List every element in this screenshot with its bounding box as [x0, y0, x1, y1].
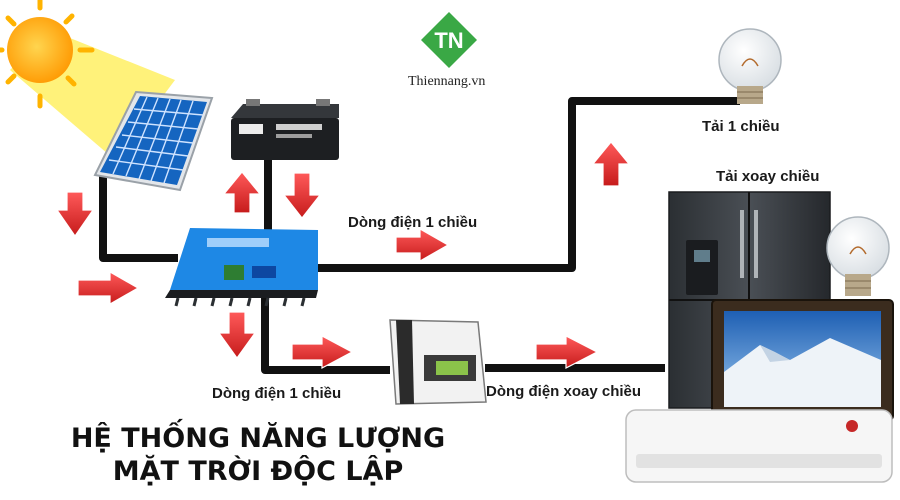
- solar-panel: [93, 90, 214, 192]
- bulb-icon: [826, 216, 890, 296]
- television: [711, 299, 894, 421]
- thiennang-logo: TN: [421, 12, 477, 68]
- inverter: [389, 319, 487, 405]
- arrow-down-icon: [282, 172, 322, 219]
- arrow-right-icon: [535, 335, 599, 369]
- air-conditioner: [625, 409, 893, 483]
- wire-controller-dc-load: [310, 97, 740, 272]
- title-line-1: HỆ THỐNG NĂNG LƯỢNG: [70, 423, 446, 454]
- sun-icon: [0, 0, 95, 109]
- wire-panel-controller: [99, 165, 178, 262]
- label-dc-current-bottom: Dòng điện 1 chiều: [212, 385, 342, 402]
- label-ac-current: Dòng điện xoay chiều: [486, 383, 642, 400]
- charge-controller: [165, 228, 318, 307]
- wiring: [99, 97, 740, 374]
- battery: [231, 99, 339, 160]
- brand-site: Thiennang.vn: [408, 74, 486, 89]
- label-dc-load: Tải 1 chiều: [702, 118, 780, 135]
- wire-controller-inverter: [261, 295, 390, 374]
- arrow-down-icon: [217, 311, 257, 360]
- arrow-right-icon: [395, 227, 450, 263]
- arrow-up-icon: [222, 171, 262, 214]
- bulb-icon: [718, 28, 782, 104]
- arrow-down-icon: [55, 191, 95, 238]
- logo-letters: TN: [434, 28, 463, 53]
- diagram-title: HỆ THỐNG NĂNG LƯỢNG MẶT TRỜI ĐỘC LẬP: [28, 422, 488, 488]
- label-ac-load: Tải xoay chiều: [716, 168, 820, 185]
- title-line-2: MẶT TRỜI ĐỘC LẬP: [112, 456, 404, 487]
- arrow-up-icon: [591, 141, 631, 187]
- arrow-right-icon: [291, 335, 354, 369]
- label-dc-current-top: Dòng điện 1 chiều: [348, 214, 478, 231]
- arrow-right-icon: [77, 270, 140, 306]
